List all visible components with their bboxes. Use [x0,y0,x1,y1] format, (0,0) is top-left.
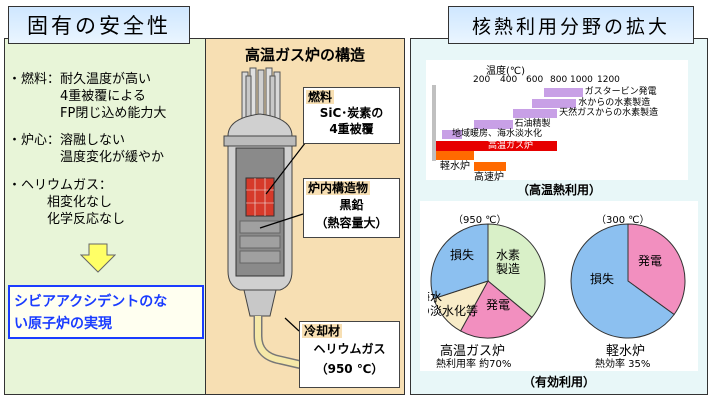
usage-bar-label-6: 軽水炉 [440,161,470,172]
usage-bar-label-7: 高速炉 [474,171,504,183]
bullet-helium-line-1: ・ヘリウムガス： [8,178,113,193]
htgr-pie-label-0-0: 水素 [496,248,520,262]
htgr-pie-label-0-1: 製造 [496,262,520,276]
usage-bar-label-3: 石油精製 [514,118,551,129]
bullet-fuel-line-2: 4重被覆による [21,89,146,104]
conclusion-line-1: シビアアクシデントのな [14,294,168,310]
temp-axis-label: 温度(℃) [486,66,526,77]
usage-bar-5 [436,140,558,151]
heat-utilization-title: 核熱利用分野の拡大 [448,6,694,44]
htgr-pie-label-2-1: の淡水化等 [428,304,478,318]
lwr-pie-label-0-0: 発電 [638,254,662,268]
temp-tick-400: 400 [500,75,518,85]
lwr-pie-temp: （300 ℃） [596,215,650,226]
fuel-label-box: 燃料 SiC･炭素の 4重被覆 [303,87,400,144]
usage-bar-1 [531,98,577,108]
fuel-line-1: SiC･炭素の [319,106,384,120]
bullet-core-line-2: 温度変化が緩やか [21,150,165,165]
temperature-chart: 温度(℃) 200 400 600 800 1000 1200 ガスタービン発電… [426,60,688,183]
down-arrow-icon [80,243,116,273]
internals-line-2: （熱容量大） [315,216,388,230]
bullet-helium: ・ヘリウムガス： 相変化なし 化学反応なし [8,177,208,228]
temp-tick-600: 600 [526,75,544,85]
fuel-line-2: 4重被覆 [329,122,374,136]
bullet-fuel-line-1: ・燃料：耐久温度が高い [8,72,152,87]
temp-tick-1000: 1000 [570,75,593,85]
coolant-line-1: ヘリウムガス [313,342,386,356]
htgr-pie-rate: 熱利用率 約70% [436,359,512,370]
lwr-pie-slice-0 [627,223,686,316]
fuel-caption: 燃料 [306,90,335,104]
htgr-pie-slice-3 [430,223,489,300]
temp-tick-800: 800 [550,75,568,85]
bullet-core: ・炉心：溶融しない 温度変化が緩やか [8,132,208,166]
lwr-pie-label-1-0: 損失 [590,271,614,286]
temp-tick-200: 200 [473,75,491,85]
usage-bar-label-1: 水からの水素製造 [578,97,651,108]
pointer-lines [259,137,310,332]
htgr-pie-name: 高温ガス炉 [440,344,506,359]
internals-line-1: 黒鉛 [339,198,364,212]
htgr-pie-label-3-0: 損失 [450,247,474,262]
usage-bar-label-5: 高温ガス炉 [488,140,534,151]
coolant-label-box: 冷却材 ヘリウムガス （950 ℃） [299,321,400,388]
coolant-line-2: （950 ℃） [315,362,384,376]
pies-caption: （有効利用） [522,375,595,389]
bullet-helium-line-2: 相変化なし [21,195,113,210]
conclusion-box: シビアアクシデントのな い原子炉の実現 [8,285,204,339]
temp-tick-1200: 1200 [597,75,620,85]
usage-bar-label-0: ガスタービン発電 [584,87,657,97]
internals-caption: 炉内構造物 [306,181,371,195]
bullet-helium-line-3: 化学反応なし [21,212,126,227]
bullet-fuel-line-3: FP閉じ込め能力大 [21,106,167,121]
temp-axis-line [432,85,436,161]
usage-bar-3 [474,119,513,129]
lwr-pie-name: 軽水炉 [606,344,646,359]
usage-bar-label-4: 地域暖房、海水淡水化 [452,129,543,139]
reactor-core [245,177,275,217]
inherent-safety-title: 固有の安全性 [8,6,190,44]
structure-title: 高温ガス炉の構造 [244,46,365,64]
usage-bar-0 [544,88,583,97]
htgr-pie-slice-1 [459,280,533,339]
htgr-pie-temp: （950 ℃） [453,215,507,226]
bullet-core-line-1: ・炉心：溶融しない [8,133,126,148]
lwr-pie-rate: 熱効率 35% [595,359,651,370]
usage-bar-2 [512,109,558,118]
lwr-pie-slice-1 [570,223,675,339]
coolant-caption: 冷却材 [302,324,343,338]
usage-bar-label-2: 天然ガスからの水素製造 [559,108,659,118]
bullet-fuel: ・燃料：耐久温度が高い 4重被覆による FP閉じ込め能力大 [8,71,208,122]
internals-label-box: 炉内構造物 黒鉛 （熱容量大） [303,178,400,238]
bars-caption: （高温熱利用） [516,183,601,197]
reactor-cutaway-illustration [223,67,312,374]
usage-bar-4 [442,130,462,139]
conclusion-line-2: い原子炉の実現 [14,316,112,332]
htgr-pie-slice-0 [487,223,546,319]
usage-bar-6 [436,151,475,160]
htgr-pie-label-2-0: 海水 [428,289,442,304]
htgr-pie-label-1-0: 発電 [486,298,510,312]
usage-bar-7 [474,161,507,171]
